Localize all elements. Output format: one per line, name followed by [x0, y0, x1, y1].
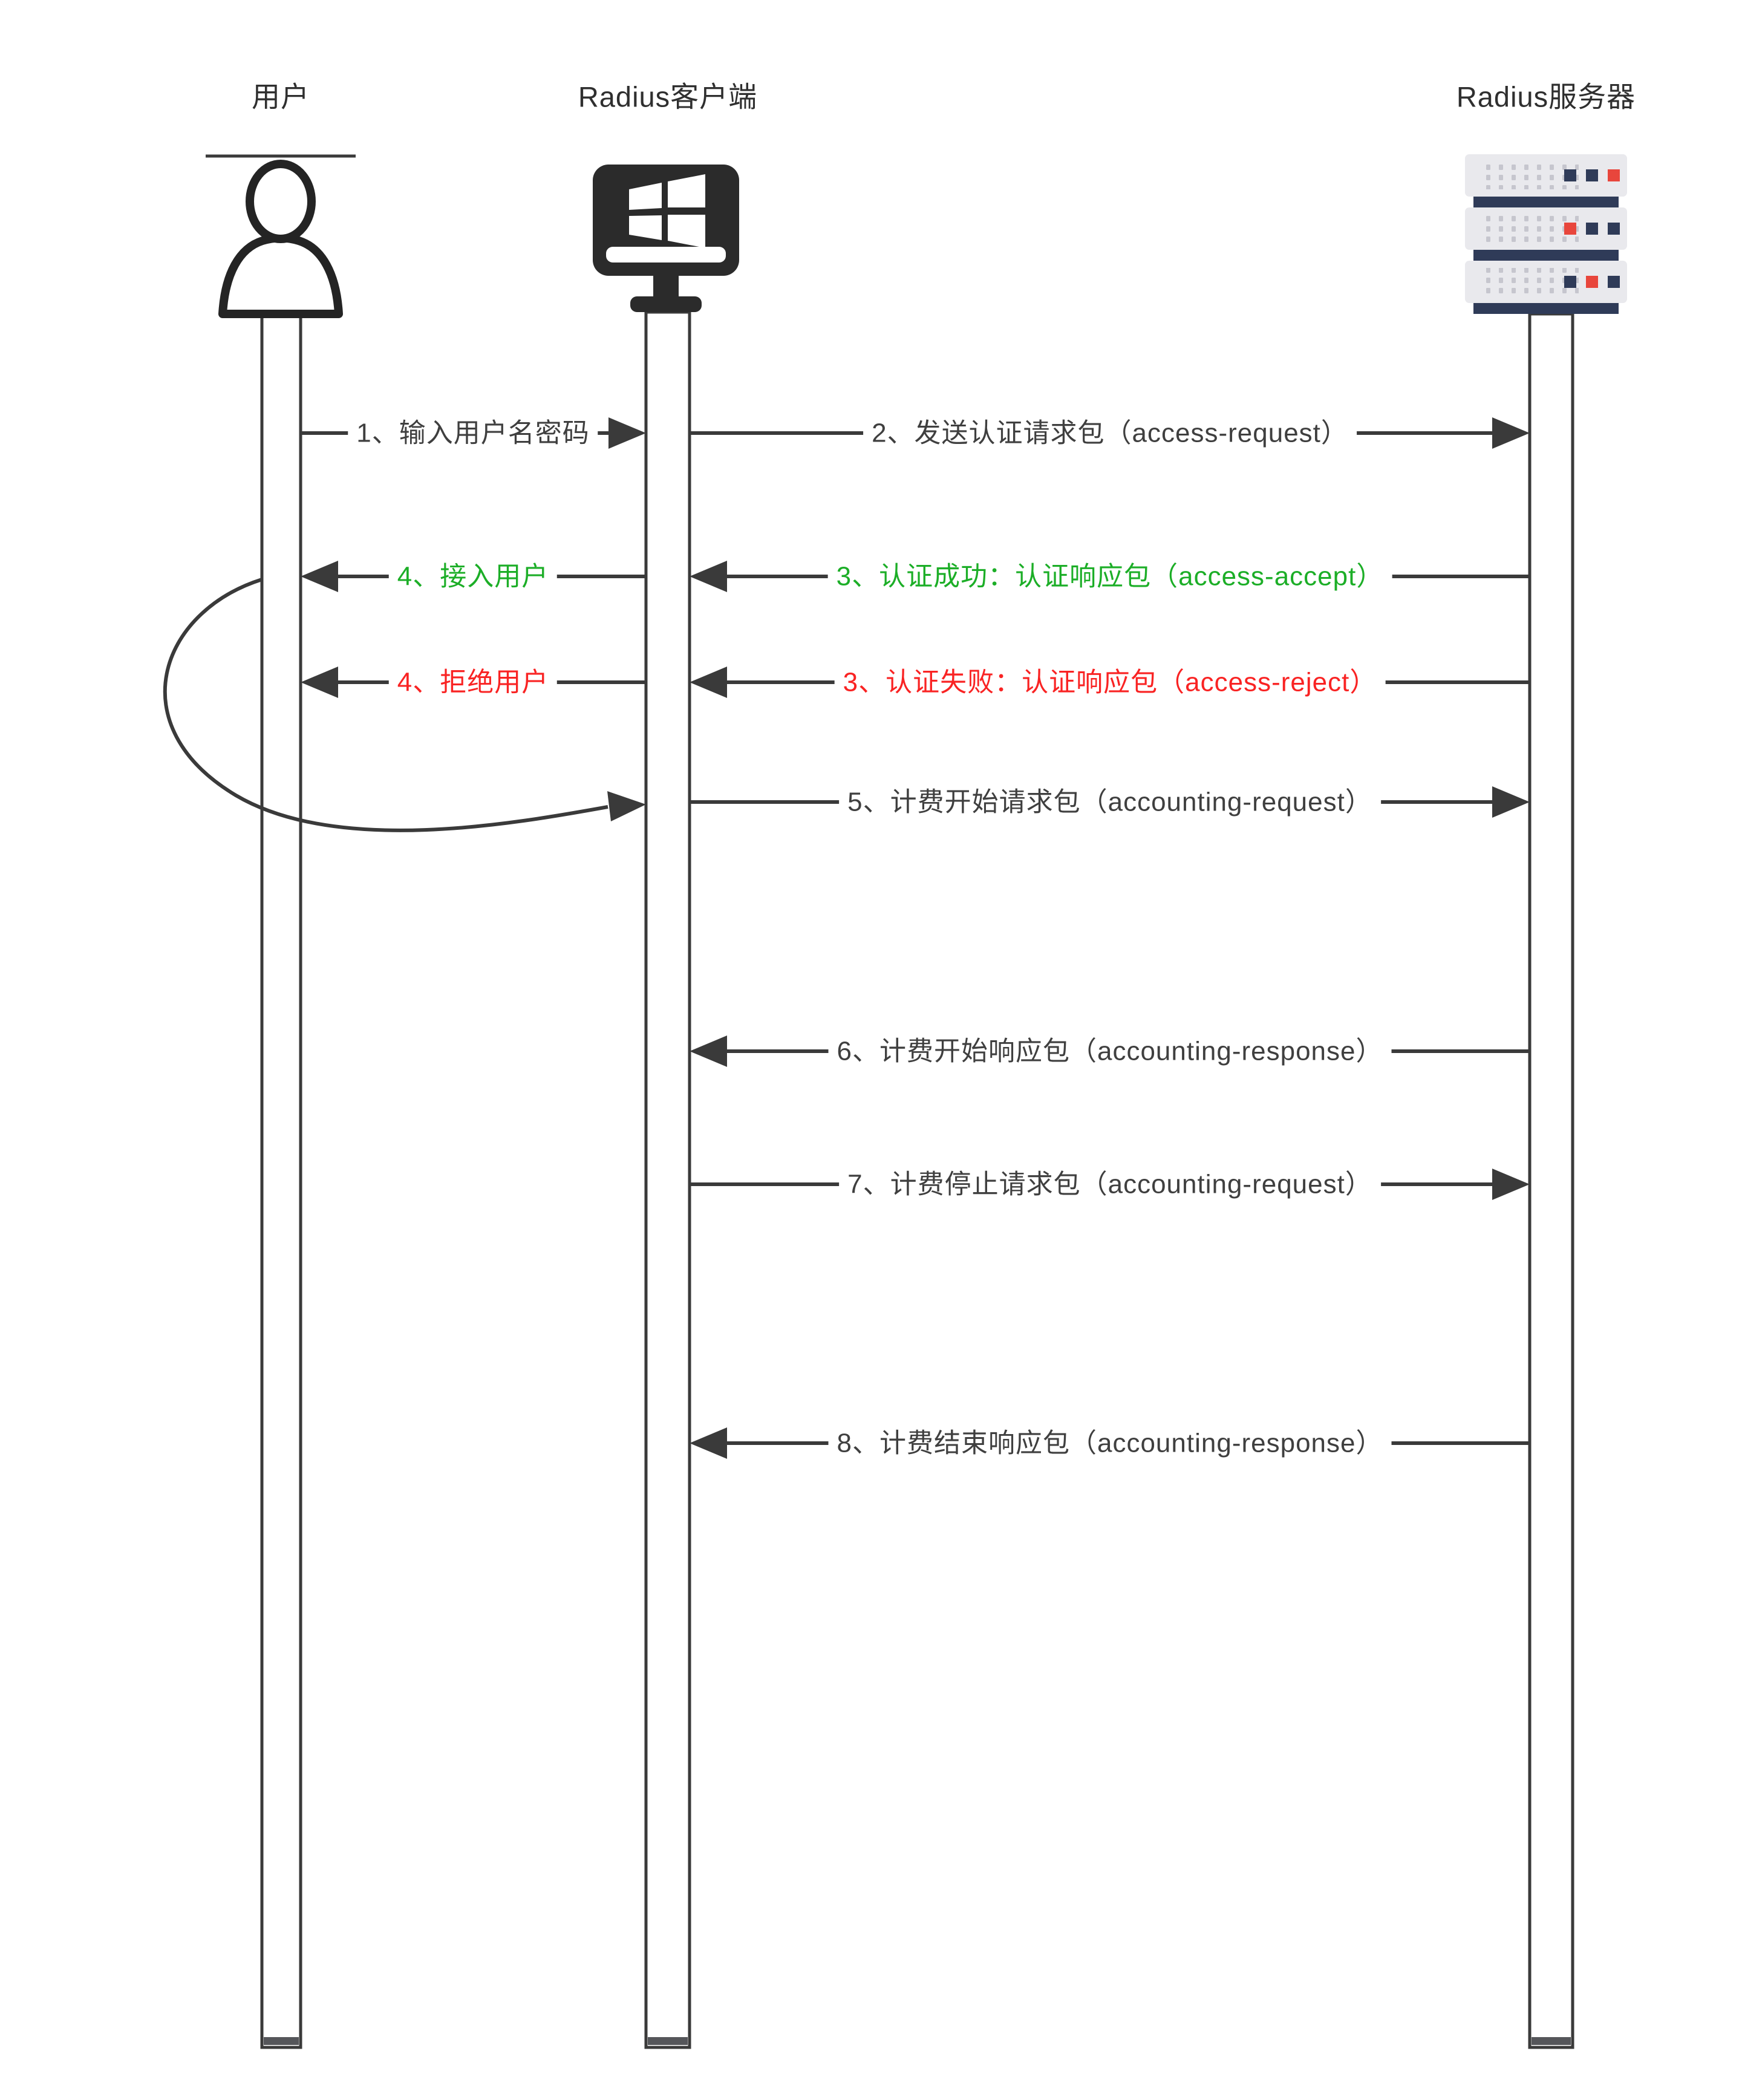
actor-label-radius-client: Radius客户端 [578, 80, 758, 113]
arrowhead-left [690, 1427, 727, 1459]
actor-label-radius-server: Radius服务器 [1456, 80, 1636, 113]
message-label-4-accept: 4、接入用户 [388, 558, 558, 595]
person-icon [206, 154, 356, 318]
message-label-2: 2、发送认证请求包（access-request） [863, 415, 1357, 451]
arrowhead-right [608, 417, 646, 449]
arrowhead-left [301, 667, 338, 698]
lifeline-radius-client [644, 310, 691, 2049]
server-rack-icon [1465, 154, 1627, 314]
message-label-1: 1、输入用户名密码 [348, 415, 598, 451]
arrowhead-right [1492, 417, 1530, 449]
arrowhead-left [690, 1035, 727, 1067]
message-label-7: 7、计费停止请求包（accounting-request） [839, 1166, 1381, 1202]
arrowhead-right [1492, 786, 1530, 818]
arrowhead-left [690, 667, 727, 698]
lifeline-user [260, 313, 302, 2049]
message-label-5: 5、计费开始请求包（accounting-request） [839, 784, 1381, 820]
arrowhead-left [301, 561, 338, 592]
accept-to-accounting-curve [163, 578, 646, 832]
message-label-6: 6、计费开始响应包（accounting-response） [828, 1033, 1392, 1069]
arrowhead-right [1492, 1169, 1530, 1200]
windows-logo [629, 174, 705, 248]
message-label-8: 8、计费结束响应包（accounting-response） [828, 1425, 1392, 1461]
lifeline-radius-server [1528, 312, 1574, 2049]
windows-monitor-icon [593, 165, 739, 312]
message-label-3-reject: 3、认证失败：认证响应包（access-reject） [834, 664, 1386, 700]
arrowhead-left [690, 561, 727, 592]
arrowhead-right [607, 791, 646, 821]
message-label-3-accept: 3、认证成功：认证响应包（access-accept） [827, 558, 1392, 595]
actor-label-user: 用户 [252, 80, 310, 113]
message-label-4-reject: 4、拒绝用户 [388, 664, 558, 700]
